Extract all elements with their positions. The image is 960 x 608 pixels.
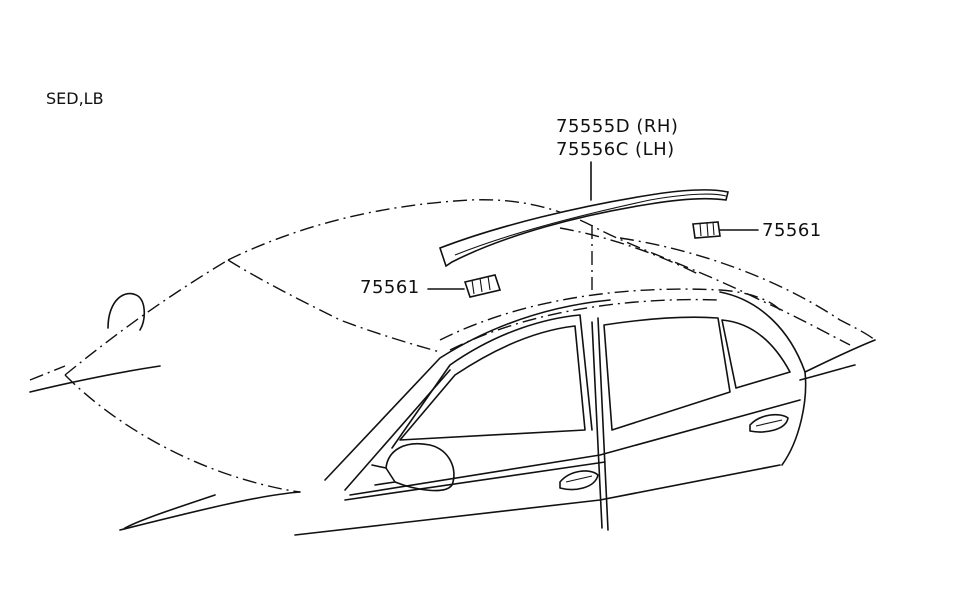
- side-mirror: [385, 443, 455, 492]
- belt-line: [349, 399, 801, 496]
- door-top-line-2: [449, 298, 721, 351]
- fender-line-2: [124, 494, 216, 529]
- windshield-top: [227, 259, 441, 353]
- front-door-window-frame: [391, 314, 593, 449]
- rear-door-handle: [749, 413, 789, 433]
- hood-line: [29, 365, 66, 381]
- hood-lower: [29, 365, 161, 393]
- front-door-handle: [559, 470, 599, 491]
- front-door-handle-inner: [565, 475, 593, 483]
- b-pillar-2: [597, 317, 609, 531]
- rear-door-window: [603, 316, 731, 431]
- b-pillar: [591, 321, 603, 529]
- roof-drip-molding: [438, 189, 729, 268]
- door-top-line: [439, 288, 781, 341]
- belt-line-2: [344, 461, 606, 501]
- windshield-left: [64, 374, 301, 493]
- quarter-window: [721, 319, 791, 389]
- c-pillar: [719, 291, 807, 466]
- fender-line: [119, 491, 301, 531]
- part-number-clip-left: 75561: [360, 277, 420, 298]
- left-mirror: [107, 292, 146, 331]
- roof-drip-molding-edge: [454, 193, 727, 256]
- part-number-molding-lh: 75556C (LH): [556, 139, 675, 160]
- clip-right-part: [692, 221, 721, 239]
- rocker-line: [294, 464, 781, 536]
- rear-deck: [804, 339, 876, 373]
- rear-door-handle-inner: [755, 419, 783, 427]
- rear-body-line: [799, 364, 856, 381]
- a-pillar: [324, 299, 611, 481]
- variant-label: SED,LB: [46, 89, 104, 108]
- front-door-window: [399, 325, 586, 441]
- windshield-pillar: [64, 259, 229, 376]
- part-number-clip-right: 75561: [762, 220, 822, 241]
- clip-left-part: [463, 274, 502, 298]
- side-mirror-mount: [371, 464, 396, 486]
- roof-rear: [619, 237, 876, 341]
- part-number-molding-rh: 75555D (RH): [556, 116, 679, 137]
- roof-to-glass: [559, 227, 701, 276]
